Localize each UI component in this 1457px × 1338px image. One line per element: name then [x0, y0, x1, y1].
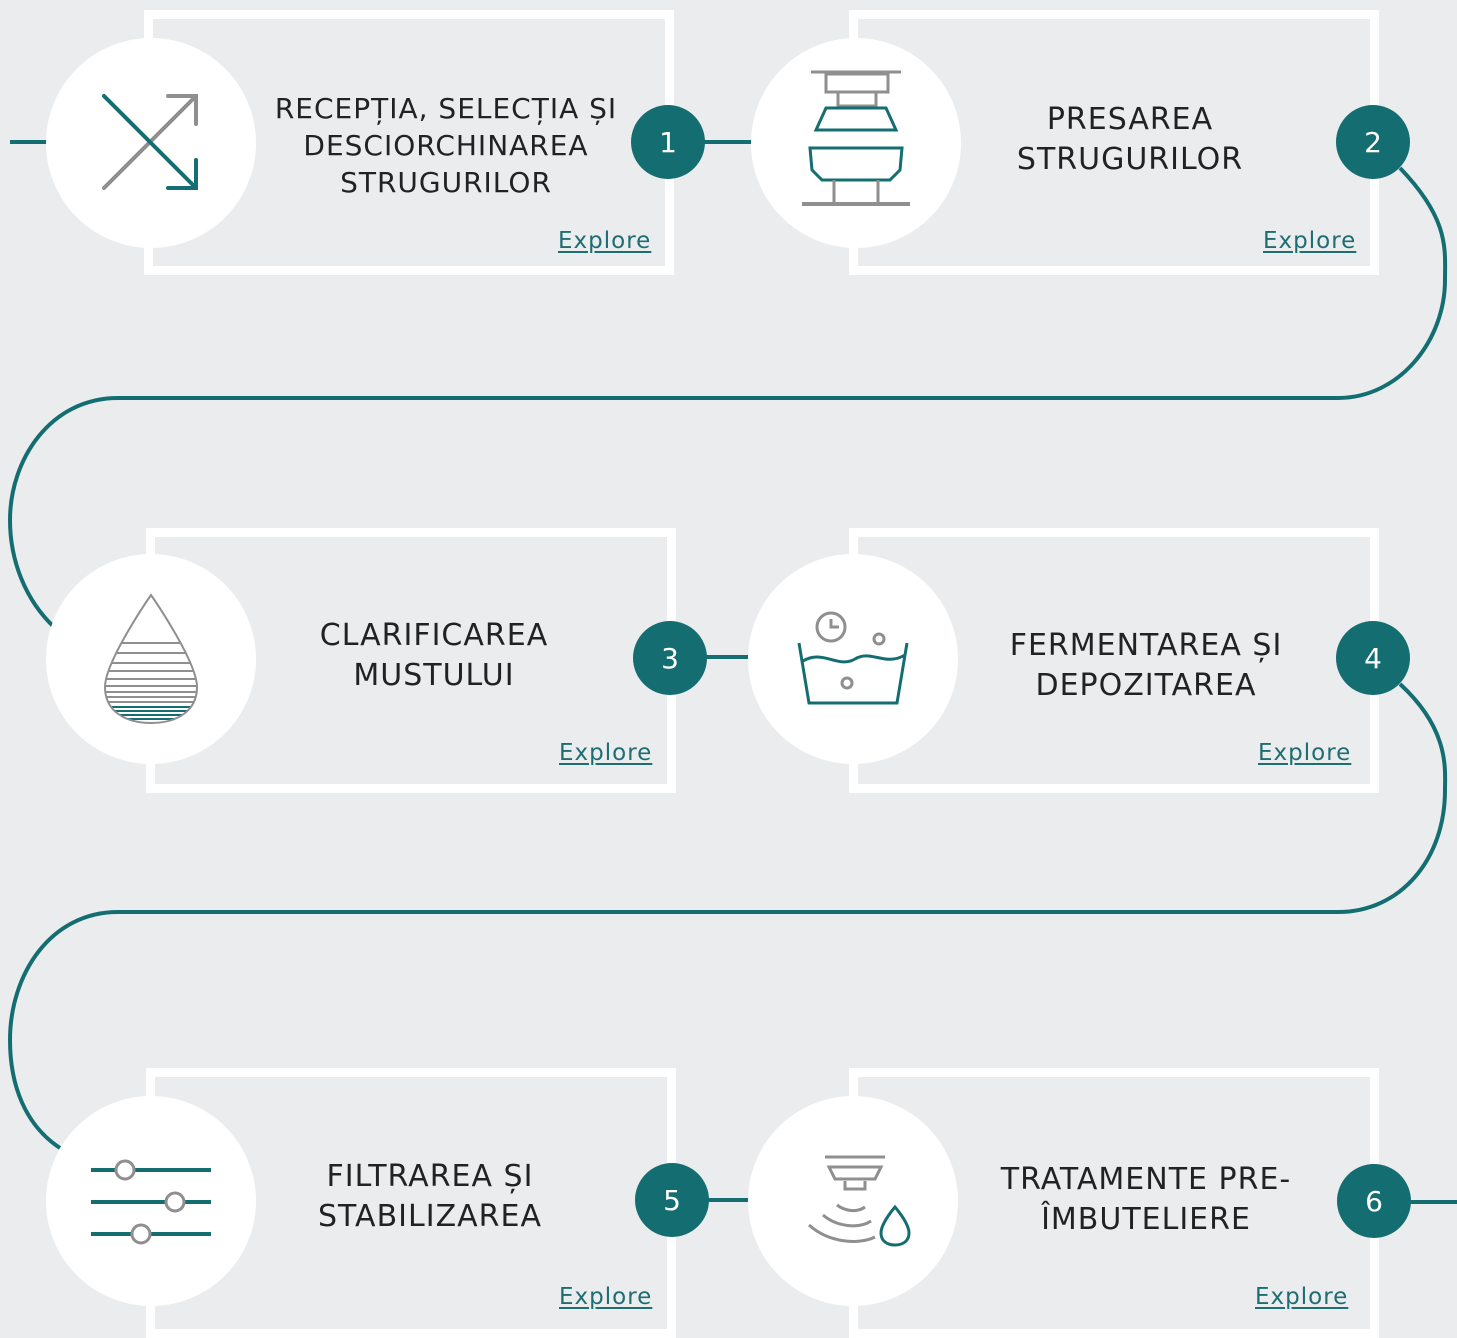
grape-press-icon — [802, 70, 910, 206]
step-icon-circle-6 — [748, 1096, 958, 1306]
step-number-badge-2: 2 — [1336, 105, 1410, 179]
step-icon-circle-3 — [46, 554, 256, 764]
sliders-icon — [91, 1159, 211, 1245]
step-number-badge-1: 1 — [631, 105, 705, 179]
step-number-badge-6: 6 — [1337, 1164, 1411, 1238]
step-number-badge-5: 5 — [635, 1163, 709, 1237]
fermentation-tank-icon — [797, 611, 909, 705]
explore-link-6[interactable]: Explore — [1255, 1284, 1349, 1310]
step-icon-circle-2 — [751, 38, 961, 248]
layered-drop-icon — [103, 593, 199, 725]
step-number-badge-4: 4 — [1336, 621, 1410, 695]
step-title-6: TRATAMENTE PRE-ÎMBUTELIERE — [1000, 1162, 1292, 1237]
sensor-drop-icon — [807, 1155, 911, 1247]
step-number-badge-3: 3 — [633, 621, 707, 695]
shuffle-arrows-icon — [102, 94, 198, 190]
explore-link-5[interactable]: Explore — [559, 1284, 653, 1310]
explore-link-2[interactable]: Explore — [1263, 228, 1357, 254]
step-icon-circle-4 — [748, 554, 958, 764]
explore-link-4[interactable]: Explore — [1258, 740, 1352, 766]
explore-link-3[interactable]: Explore — [559, 740, 653, 766]
step-icon-circle-1 — [46, 38, 256, 248]
step-icon-circle-5 — [46, 1096, 256, 1306]
explore-link-1[interactable]: Explore — [558, 228, 652, 254]
